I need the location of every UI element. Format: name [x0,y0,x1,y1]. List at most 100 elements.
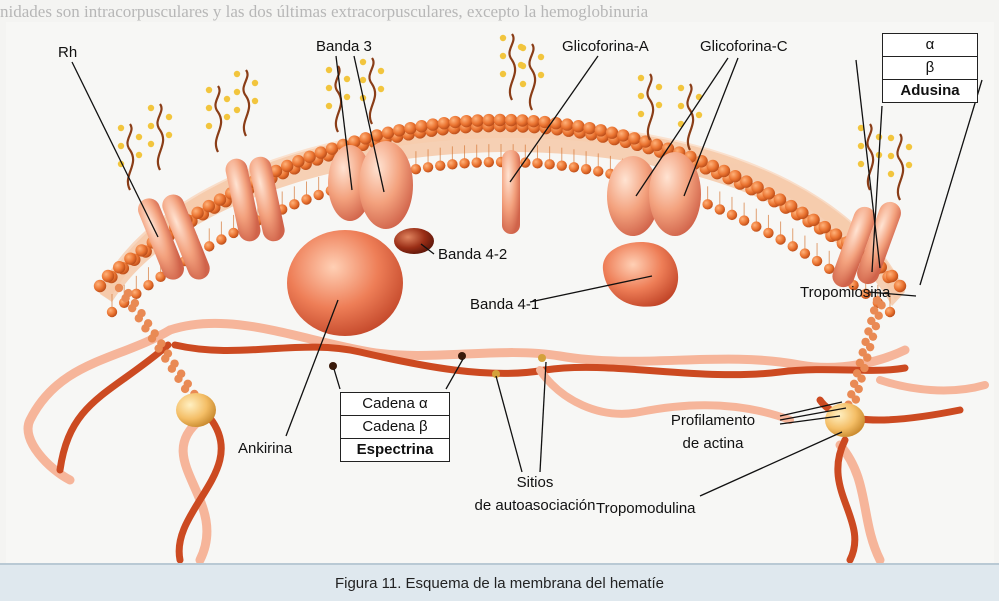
sugar-bead [500,35,506,41]
lipid-head [382,127,394,139]
lipid-head [718,165,730,177]
lipid-head-inner [228,228,238,238]
lipid-head [203,200,215,212]
label-banda42: Banda 4-2 [438,246,507,263]
label-glicoforina-c: Glicoforina-C [700,38,788,55]
lipid-head-inner [459,158,469,168]
actin-bead [866,343,874,351]
sugar-bead [206,87,212,93]
label-tropomiosina: Tropomiosina [800,284,890,301]
adducin-title: Adusina [883,80,977,102]
sugar-bead [326,103,332,109]
lipid-head-inner [727,210,737,220]
lipid-head [606,127,618,139]
lipid-head [729,170,741,182]
sugar-bead [876,134,882,140]
sugar-bead [656,102,662,108]
lipid-head-inner [301,194,311,204]
lipid-head [796,207,808,219]
sugar-bead [888,153,894,159]
junction-dot [538,354,546,362]
sugar-bead [224,114,230,120]
label-sitios-line2: de autoasociación [450,497,620,514]
sugar-bead [538,54,544,60]
label-tropomodulina: Tropomodulina [596,500,696,517]
lipid-head [292,155,304,167]
lipid-head [830,228,842,240]
lipid-head-inner [715,204,725,214]
lipid-head-inner [471,157,481,167]
label-rh: Rh [58,44,77,61]
lipid-head [427,118,439,130]
lipid-head [707,160,719,172]
actin-bead [154,344,162,352]
lipid-head [460,115,472,127]
actin-bead [135,314,143,322]
sugar-bead [224,96,230,102]
sugar-bead [148,123,154,129]
lipid-head-inner [544,159,554,169]
lipid-head [583,122,595,134]
actin-cap-left [176,393,216,427]
sugar-bead [234,89,240,95]
sugar-bead [678,103,684,109]
lipid-head-inner [739,215,749,225]
lipid-head [774,193,786,205]
sugar-bead [148,105,154,111]
actin-bead [161,354,169,362]
lipid-head [886,270,898,282]
sugar-bead [888,171,894,177]
lipid-head-inner [812,256,822,266]
lipid-head [819,221,831,233]
lipid-head [617,129,629,141]
lipid-head [281,160,293,172]
glycophorin-a-protein [502,150,520,234]
caption-bar: Figura 11. Esquema de la membrana del he… [0,563,999,601]
lipid-head-inner [775,234,785,244]
lipid-head [191,207,203,219]
adducin-legend-box: α β Adusina [882,33,978,103]
lipid-head [113,261,125,273]
sugar-bead [252,80,258,86]
actin-bead [148,334,156,342]
lipid-head [102,270,114,282]
sugar-bead [500,71,506,77]
sugar-bead [638,111,644,117]
band3-protein [328,141,413,229]
lipid-head-inner [593,166,603,176]
lipid-head [527,115,539,127]
lipid-head [404,122,416,134]
label-sitios: Sitios de autoasociación [470,474,600,514]
sugar-bead [638,75,644,81]
ankyrin-shape [287,230,403,336]
sugar-bead [378,86,384,92]
label-banda3: Banda 3 [316,38,372,55]
actin-bead [141,324,149,332]
lipid-head-inner [289,199,299,209]
lipid-head [572,120,584,132]
actin-bead [121,294,129,302]
label-banda41: Banda 4-1 [470,296,539,313]
actin-bead [128,304,136,312]
lipid-head [214,193,226,205]
lipid-head-inner [435,160,445,170]
sugar-bead [520,45,526,51]
lipid-head-inner [484,157,494,167]
lipid-head [449,116,461,128]
lipid-head-inner [423,162,433,172]
sugar-bead [378,68,384,74]
lipid-head-inner [447,159,457,169]
sugar-bead [252,98,258,104]
sugar-bead [166,132,172,138]
lipid-head-inner [532,158,542,168]
label-profilamento: Profilamento de actina [648,412,778,452]
spectrin-alpha-chain: Cadena α [341,393,449,416]
actin-bead [852,395,860,403]
sugar-bead [906,162,912,168]
spectrin-beta-chain: Cadena β [341,416,449,439]
lipid-head [315,146,327,158]
sugar-bead [136,134,142,140]
label-sitios-line1: Sitios [470,474,600,491]
actin-bead [168,364,176,372]
actin-bead [875,312,883,320]
